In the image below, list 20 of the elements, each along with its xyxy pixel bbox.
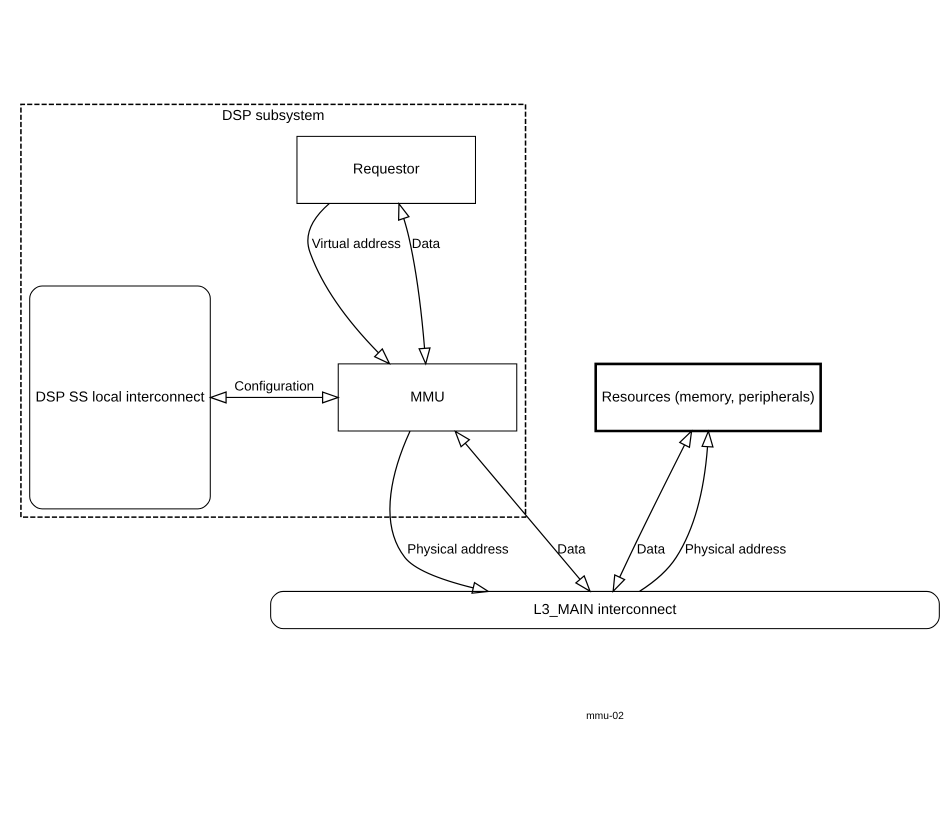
edge-label: Data bbox=[412, 236, 440, 252]
label: mmu-02 bbox=[586, 710, 624, 722]
arrow bbox=[208, 391, 340, 404]
arrow bbox=[454, 430, 592, 593]
node-box: MMU bbox=[338, 363, 518, 432]
edge-label: Virtual address bbox=[312, 236, 401, 252]
edge-label: Physical address bbox=[407, 542, 509, 557]
node-box: Requestor bbox=[296, 136, 476, 204]
edge-label: Data bbox=[636, 542, 666, 557]
arrow bbox=[612, 429, 692, 593]
edge-label: Data bbox=[557, 542, 586, 557]
arrow bbox=[307, 202, 391, 365]
arrow bbox=[389, 431, 490, 594]
edge-label: Physical address bbox=[684, 542, 786, 557]
edge-label: Configuration bbox=[234, 378, 314, 394]
node-box: L3_MAIN interconnect bbox=[270, 590, 940, 630]
node-box: Resources (memory, peripherals) bbox=[594, 362, 822, 432]
arrow bbox=[398, 202, 431, 366]
arrow bbox=[639, 429, 714, 592]
node-box: DSP SS local interconnect bbox=[29, 285, 211, 510]
